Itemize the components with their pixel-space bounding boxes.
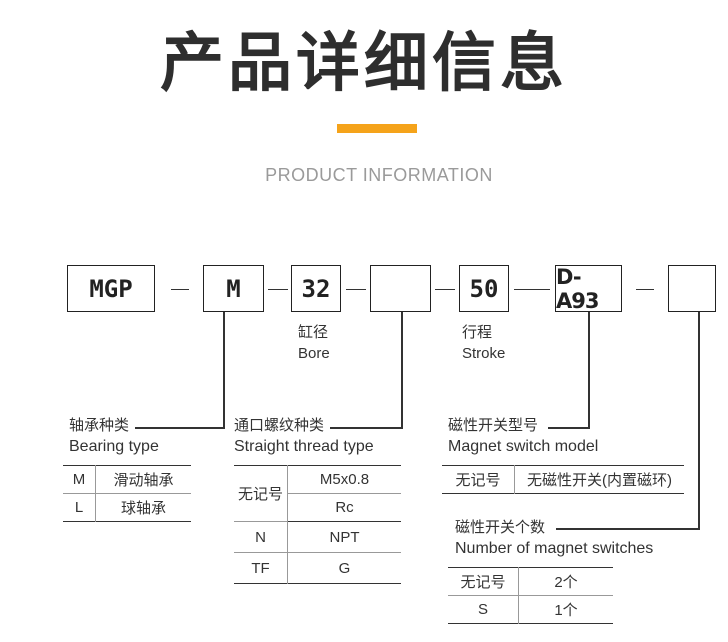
stroke-label-en: Stroke (462, 345, 506, 362)
bearing-desc: 滑动轴承 (113, 472, 174, 489)
thread-code: N (234, 521, 288, 553)
bearing-code: L (63, 493, 96, 522)
code-box-stroke: 50 (459, 265, 509, 312)
bearing-label-en: Bearing type (69, 438, 159, 455)
bearing-desc: 球轴承 (120, 500, 166, 517)
bearing-table: M 滑动轴承 L 球轴承 (63, 465, 191, 522)
separator-dash (514, 289, 550, 290)
bearing-label-cn: 轴承种类 (69, 417, 130, 434)
table-row: M 滑动轴承 (63, 465, 191, 494)
count-table: 无记号 2个 S 1个 (448, 567, 613, 624)
connector-thread (401, 312, 403, 428)
connector-switch (548, 427, 590, 429)
count-label-en: Number of magnet switches (455, 540, 654, 557)
switch-code: 无记号 (442, 465, 515, 494)
accent-bar (337, 124, 417, 133)
thread-value: M5x0.8 (319, 471, 370, 488)
count-code: 无记号 (448, 567, 519, 596)
code-box-thread (370, 265, 431, 312)
count-value: 2个 (554, 574, 578, 591)
count-value: 1个 (554, 602, 578, 619)
connector-count (556, 528, 700, 530)
page-subtitle: PRODUCT INFORMATION (265, 165, 493, 185)
table-row: 无记号 M5x0.8 (234, 465, 401, 522)
stroke-label-cn: 行程 (462, 324, 493, 341)
thread-value: NPT (329, 528, 360, 546)
separator-dash (346, 289, 366, 290)
code-box-bearing: M (203, 265, 264, 312)
table-row: Rc (234, 494, 401, 522)
separator-dash (268, 289, 288, 290)
switch-label-en: Magnet switch model (448, 438, 599, 455)
code-box-series: MGP (67, 265, 155, 312)
page-title: 产品详细信息 (160, 27, 568, 101)
table-row: S 1个 (448, 595, 613, 624)
connector-bearing (135, 427, 225, 429)
switch-desc: 无磁性开关(内置磁环) (527, 472, 672, 489)
table-row: TF G (234, 552, 401, 584)
switch-label-cn: 磁性开关型号 (448, 417, 539, 434)
table-row: 无记号 2个 (448, 567, 613, 596)
table-row: L 球轴承 (63, 493, 191, 522)
separator-dash (435, 289, 455, 290)
switch-table: 无记号 无磁性开关(内置磁环) (442, 465, 684, 494)
code-box-count (668, 265, 716, 312)
connector-count (698, 312, 700, 529)
thread-value: G (338, 559, 351, 577)
code-box-bore: 32 (291, 265, 341, 312)
thread-code: TF (234, 552, 288, 584)
count-code: S (448, 595, 519, 624)
connector-bearing (223, 312, 225, 428)
thread-label-cn: 通口螺纹种类 (234, 417, 325, 434)
table-row: 无记号 无磁性开关(内置磁环) (442, 465, 684, 494)
bore-label-en: Bore (298, 345, 330, 362)
thread-table: 无记号 M5x0.8 Rc N NPT TF G (234, 465, 401, 584)
separator-dash (636, 289, 654, 290)
connector-switch (588, 312, 590, 428)
table-row: N NPT (234, 521, 401, 553)
connector-thread (330, 427, 403, 429)
bore-label-cn: 缸径 (298, 324, 329, 341)
thread-value: Rc (335, 499, 354, 516)
separator-dash (171, 289, 189, 290)
thread-code: 无记号 (234, 465, 288, 522)
thread-label-en: Straight thread type (234, 438, 374, 455)
code-box-switch: D-A93 (555, 265, 622, 313)
count-label-cn: 磁性开关个数 (455, 519, 546, 536)
bearing-code: M (63, 465, 96, 494)
